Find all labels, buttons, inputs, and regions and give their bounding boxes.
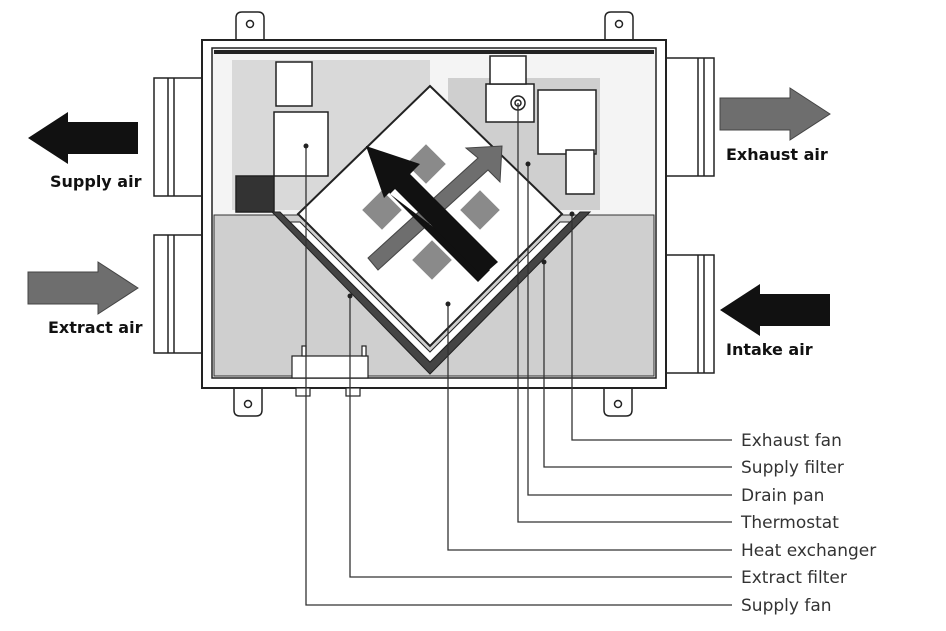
duct-intake-right [665,254,715,374]
extract-air-label: Extract air [48,318,143,337]
callout-extract-filter: Extract filter [741,568,847,588]
leader-drain-pan [527,164,732,496]
leader-exhaust-fan [571,214,732,441]
duct-supply-left [153,77,205,197]
supply-fan-motor [275,61,313,107]
duct-collars [153,57,715,374]
callout-thermostat: Thermostat [740,513,839,533]
mounting-brackets [233,11,634,417]
leader-thermostat [517,103,732,523]
leader-supply-filter [543,262,732,468]
exhaust-air-arrow [719,87,831,141]
supply-air-arrow [28,112,138,164]
callout-supply-fan: Supply fan [741,596,832,616]
intake-air-arrow [720,284,830,336]
duct-exhaust-right [665,57,715,177]
intake-air-label: Intake air [726,340,813,359]
exhaust-fan-motor [565,149,595,195]
supply-air-label: Supply air [50,172,142,191]
callout-drain-pan: Drain pan [741,486,824,506]
supply-fan-body [273,111,329,177]
duct-extract-left [153,234,205,354]
exhaust-fan-body [537,89,597,155]
callout-exhaust-fan: Exhaust fan [741,431,842,451]
leader-lines [305,103,732,606]
drain-pan-frame [270,211,592,375]
leader-dots [303,143,575,307]
exhaust-air-label: Exhaust air [726,145,828,164]
leader-heat-exchanger [447,304,732,551]
leader-supply-fan [305,146,732,606]
thermostat-body [485,83,535,123]
callout-supply-filter: Supply filter [741,458,844,478]
fan-housings [235,55,597,213]
callout-heat-exchanger: Heat exchanger [741,541,876,561]
leader-extract-filter [349,296,732,578]
extract-air-arrow [27,261,139,315]
bottom-connectors [291,345,369,397]
airflow-arrows [27,87,831,336]
